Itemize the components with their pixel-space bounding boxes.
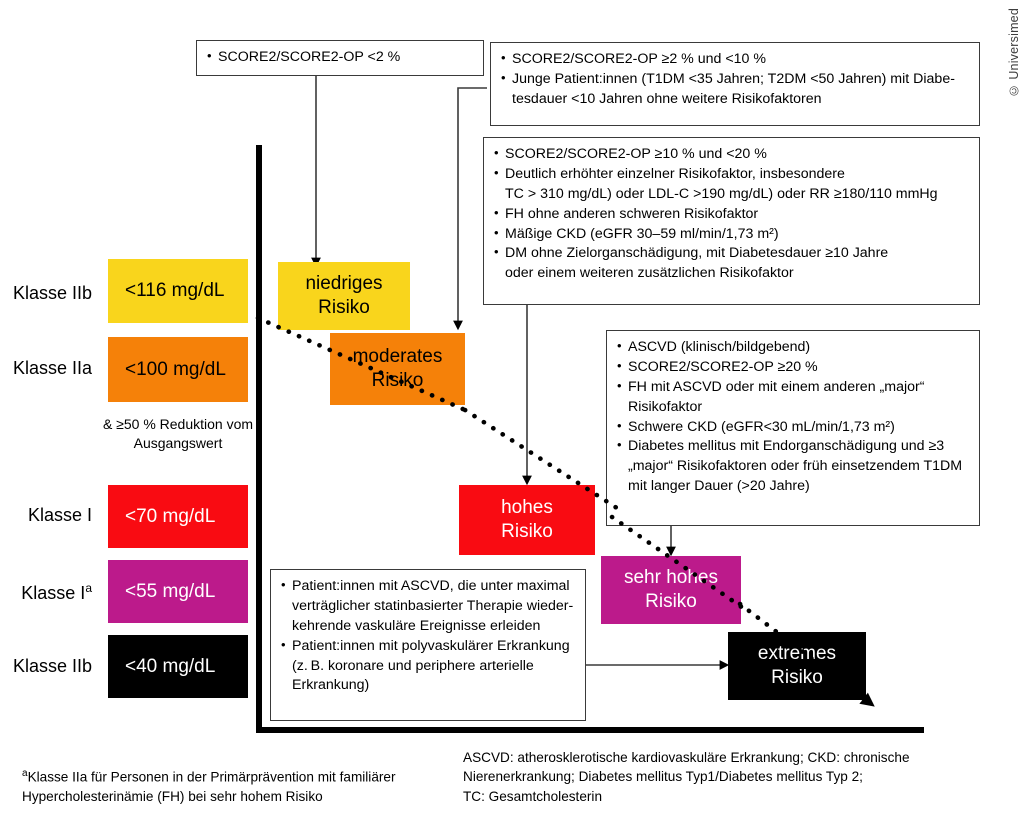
criteria-line: DM ohne Zielorganschädigung, mit Diabete…	[494, 243, 969, 263]
footnote-left-text: Klasse IIa für Personen in der Primärprä…	[22, 769, 396, 805]
criteria-line: SCORE2/SCORE2-OP ≥20 %	[617, 357, 969, 377]
risk-label-line2: Risiko	[771, 667, 823, 688]
risk-block-sehr-hohes-risiko: sehr hohes Risiko	[601, 556, 741, 624]
klasse-label-ldl-100: Klasse IIa	[12, 358, 92, 378]
criteria-line: ASCVD (klinisch/bildgebend)	[617, 337, 969, 357]
risk-block-extremes-risiko: extremes Risiko	[728, 632, 866, 700]
criteria-line: verträglicher statinbasierter Therapie w…	[292, 597, 574, 614]
footnote-right: ASCVD: atherosklerotische kardiovaskulär…	[463, 750, 910, 804]
footnote-marker: a	[22, 768, 28, 780]
criteria-line: Erkrankung)	[292, 677, 370, 694]
criteria-line: Diabetes mellitus mit Endorganschädigung…	[617, 436, 969, 456]
criteria-line: Patient:innen mit polyvaskulärer Erkrank…	[281, 636, 575, 656]
vertical-axis-line	[256, 145, 262, 733]
criteria-line: Schwere CKD (eGFR<30 mL/min/1,73 m²)	[617, 417, 969, 437]
criteria-line: Deutlich erhöhter einzelner Risikofaktor…	[494, 164, 969, 184]
criteria-line: Mäßige CKD (eGFR 30–59 ml/min/1,73 m²)	[494, 224, 969, 244]
criteria-line: TC > 310 mg/dL) oder LDL-C >190 mg/dL) o…	[505, 185, 938, 202]
ldl-target-bar-100: <100 mg/dL	[108, 337, 248, 402]
criteria-line: FH ohne anderen schweren Risikofaktor	[494, 204, 969, 224]
low-risk-criteria-list: SCORE2/SCORE2-OP <2 %	[207, 47, 473, 67]
very-high-risk-criteria-box: ASCVD (klinisch/bildgebend)SCORE2/SCORE2…	[606, 330, 980, 526]
ldl-target-bar-40: <40 mg/dL	[108, 635, 248, 698]
risk-block-moderates-risiko: moderates Risiko	[330, 333, 465, 405]
moderate-risk-criteria-list: SCORE2/SCORE2-OP ≥2 % und <10 %Junge Pat…	[501, 49, 969, 109]
ldl-target-bar-116: <116 mg/dL	[108, 259, 248, 323]
risk-label-line1: niedriges	[305, 272, 383, 294]
ldl-target-bar-55: <55 mg/dL	[108, 560, 248, 623]
risk-label-line1: hohes	[501, 496, 553, 518]
risk-label-line1: moderates	[352, 345, 443, 367]
criteria-line: tesdauer <10 Jahren ohne weitere Risikof…	[512, 90, 822, 107]
risk-block-hohes-risiko: hohes Risiko	[459, 485, 595, 555]
ldl-value: <40 mg/dL	[125, 655, 216, 677]
footnote-left: aKlasse IIa für Personen in der Primärpr…	[22, 748, 452, 806]
high-risk-criteria-list: SCORE2/SCORE2-OP ≥10 % und <20 %Deutlich…	[494, 144, 969, 283]
klasse-label-ldl-116: Klasse IIb	[12, 283, 92, 303]
klasse-label-ldl-55: Klasse Ia	[21, 581, 92, 603]
ldl-target-bar-70: <70 mg/dL	[108, 485, 248, 548]
risk-label-line1: sehr hohes	[623, 566, 718, 588]
criteria-line: SCORE2/SCORE2-OP ≥2 % und <10 %	[501, 49, 969, 69]
klasse-label-ldl-40: Klasse IIb	[12, 656, 92, 676]
criteria-line: kehrende vaskuläre Ereignisse erleiden	[292, 617, 541, 634]
extreme-risk-criteria-box: Patient:innen mit ASCVD, die unter maxim…	[270, 569, 586, 721]
risk-label-line2: Risiko	[371, 370, 424, 391]
ldl-value: <100 mg/dL	[125, 358, 226, 380]
moderate-risk-criteria-box: SCORE2/SCORE2-OP ≥2 % und <10 %Junge Pat…	[490, 42, 980, 126]
high-risk-criteria-box: SCORE2/SCORE2-OP ≥10 % und <20 %Deutlich…	[483, 137, 980, 305]
low-risk-criteria-box: SCORE2/SCORE2-OP <2 %	[196, 40, 484, 76]
criteria-line: mit langer Dauer (>20 Jahre)	[628, 478, 810, 495]
klasse-superscript: a	[85, 581, 92, 595]
copyright-label: © Universimed	[1007, 8, 1021, 98]
criteria-line: Risikofaktor	[628, 398, 703, 415]
ldl-value: <55 mg/dL	[125, 580, 216, 602]
criteria-line: (z. B. koronare und periphere arterielle	[292, 657, 534, 674]
ldl-value: <70 mg/dL	[125, 505, 216, 527]
criteria-line: FH mit ASCVD oder mit einem anderen „maj…	[617, 377, 969, 397]
risk-label-line2: Risiko	[645, 591, 697, 612]
extreme-risk-criteria-list: Patient:innen mit ASCVD, die unter maxim…	[281, 576, 575, 695]
reduktion-note: & ≥50 % Reduktion vom Ausgangswert	[102, 416, 254, 451]
risk-label-line1: extremes	[757, 642, 837, 664]
very-high-risk-criteria-list: ASCVD (klinisch/bildgebend)SCORE2/SCORE2…	[617, 337, 969, 496]
klasse-label-ldl-70: Klasse I	[27, 505, 92, 525]
ldl-value: <116 mg/dL	[125, 280, 225, 301]
criteria-line: SCORE2/SCORE2-OP ≥10 % und <20 %	[494, 144, 969, 164]
criteria-line: „major“ Risikofaktoren oder früh einsetz…	[628, 458, 963, 475]
criteria-line: Junge Patient:innen (T1DM <35 Jahren; T2…	[501, 69, 969, 89]
criteria-line: SCORE2/SCORE2-OP <2 %	[207, 47, 473, 67]
criteria-line: Patient:innen mit ASCVD, die unter maxim…	[281, 576, 575, 596]
criteria-line: oder einem weiteren zusätzlichen Risikof…	[505, 265, 794, 282]
risk-label-line2: Risiko	[318, 297, 370, 318]
horizontal-axis-line	[256, 727, 924, 733]
risk-block-niedriges-risiko: niedriges Risiko	[278, 262, 410, 330]
risk-label-line2: Risiko	[501, 521, 553, 542]
